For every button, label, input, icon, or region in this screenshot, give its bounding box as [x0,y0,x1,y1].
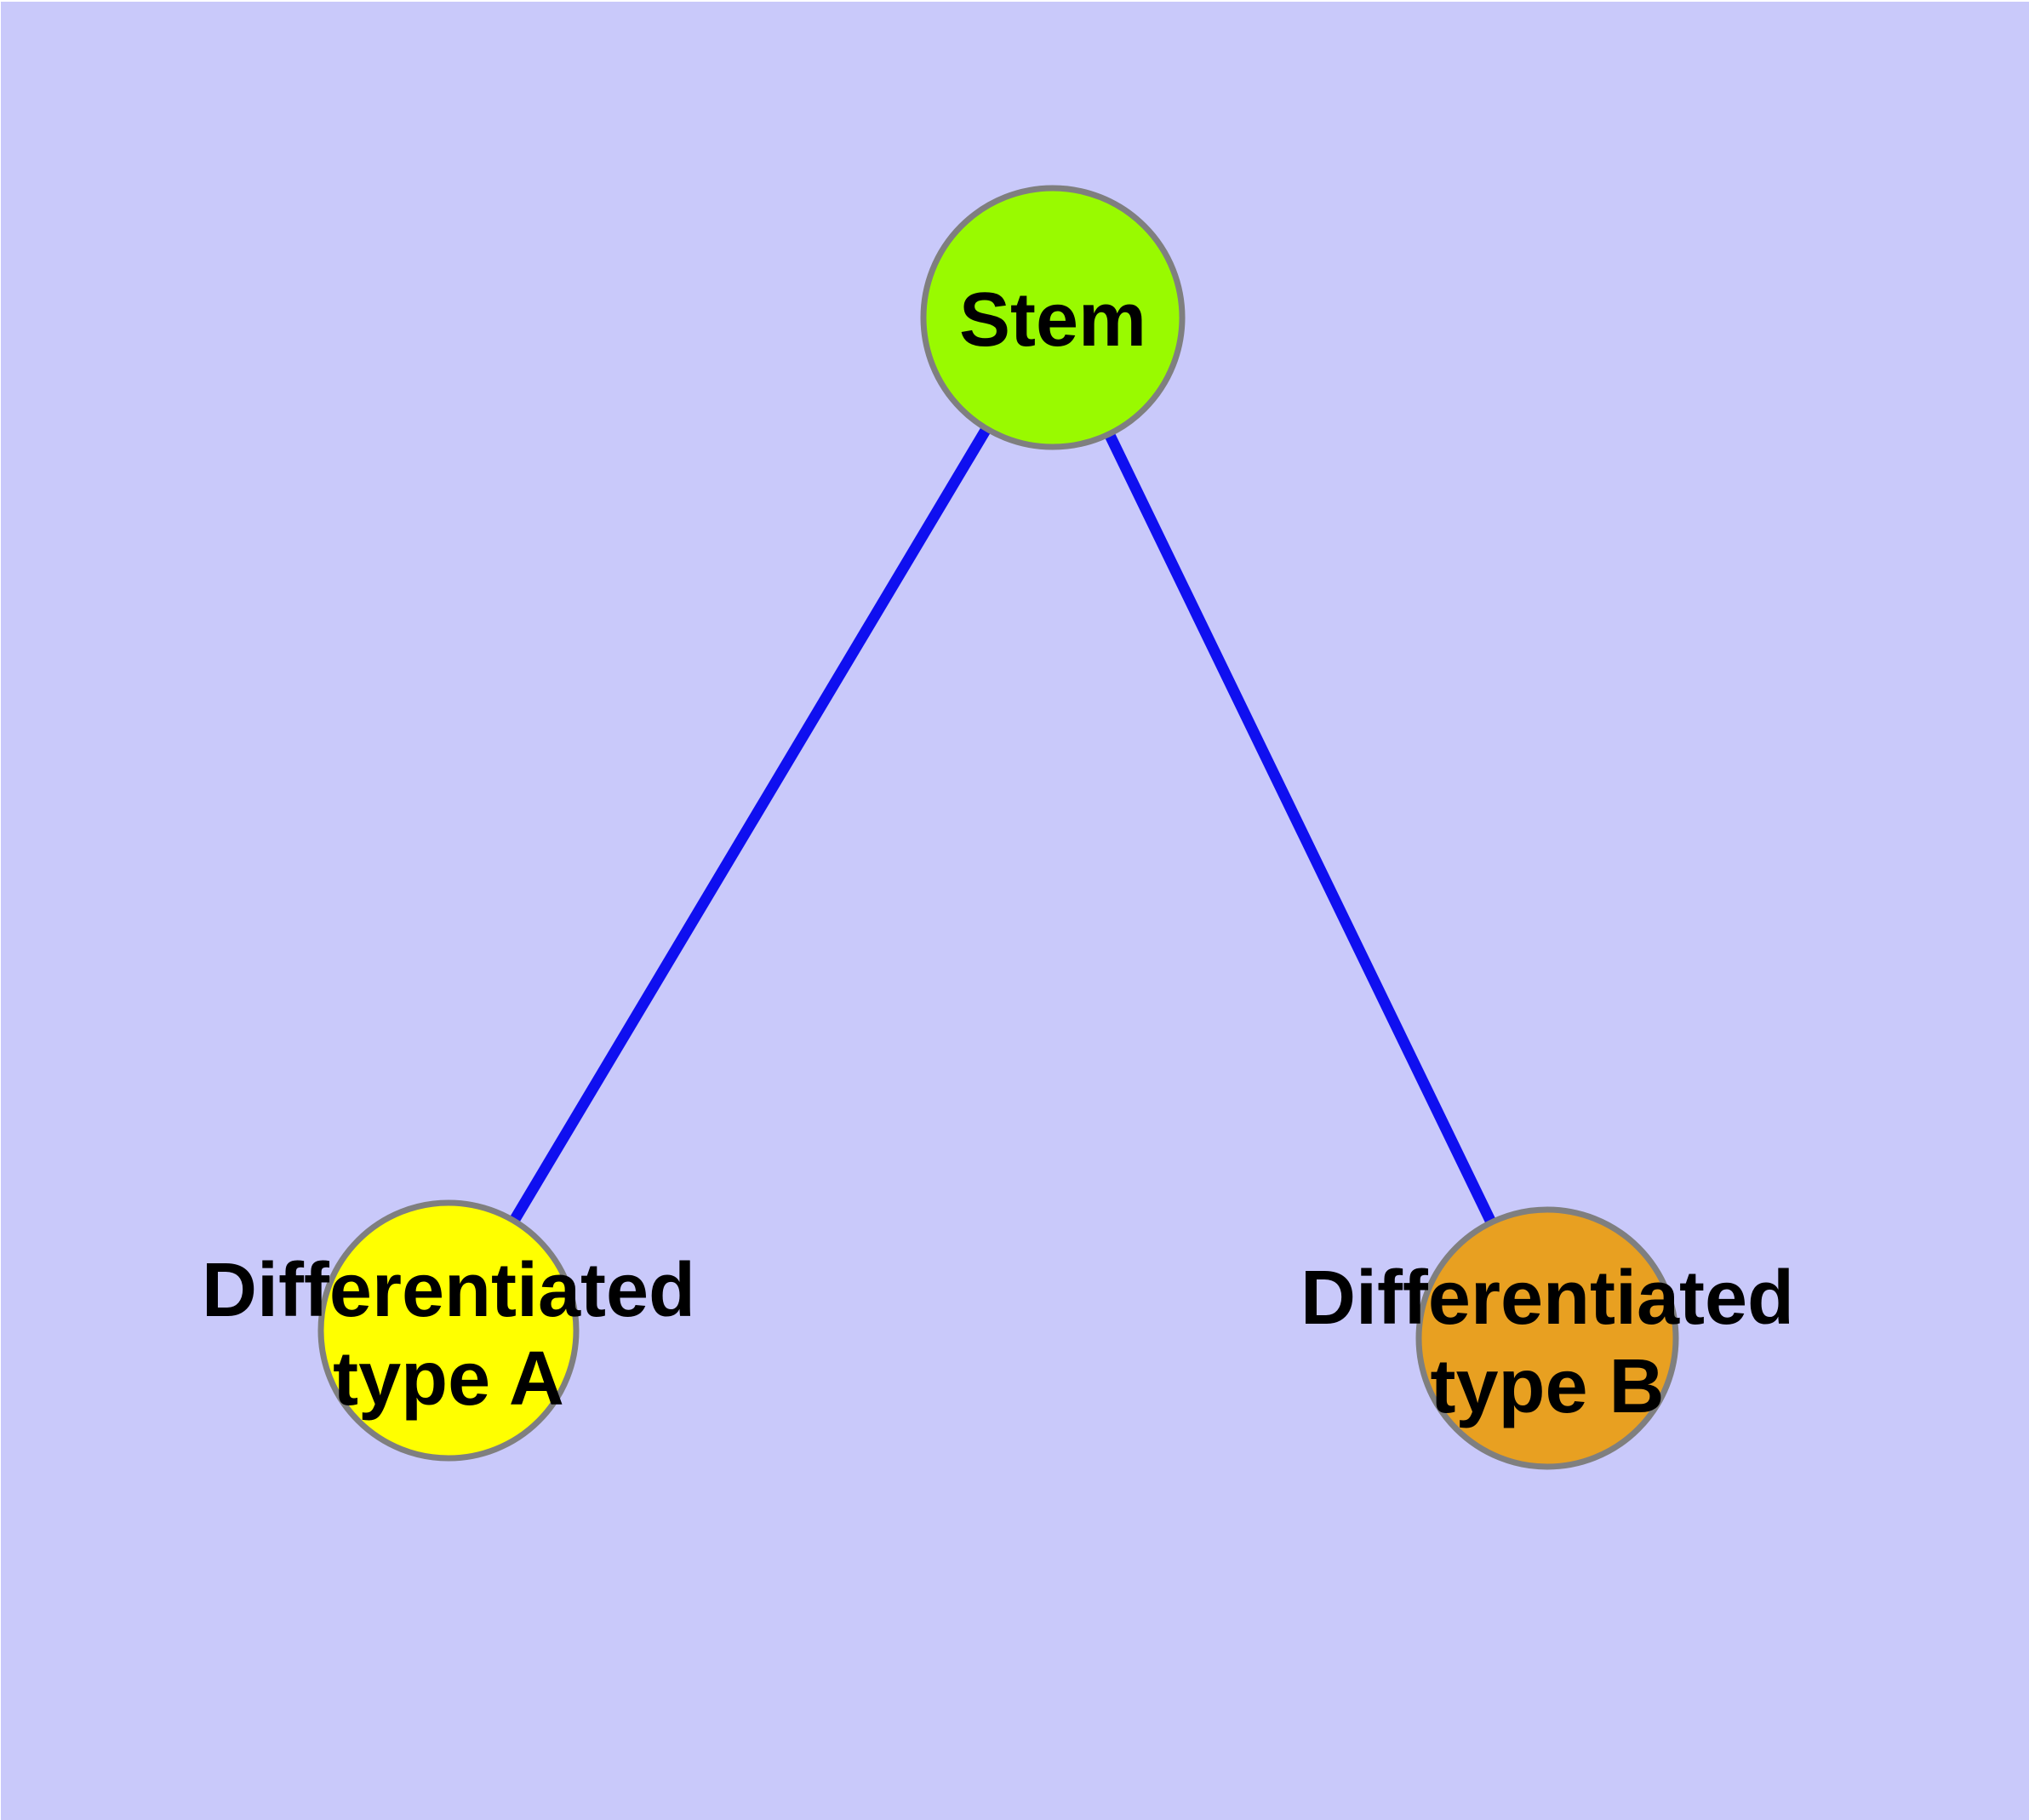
node-stem-label: Stem [959,278,1146,363]
edge-stem-to-type-b [1048,315,1552,1341]
node-type-a-label-line1: Differentiated [202,1248,695,1333]
node-differentiated-type-a [317,1199,580,1462]
edge-stem-to-type-a [443,314,1058,1334]
node-type-b-label-line1: Differentiated [1300,1256,1794,1341]
node-type-b-label-line2: type B [1430,1344,1664,1429]
node-differentiated-type-b [1415,1206,1679,1470]
node-type-a-label-line2: type A [333,1336,564,1422]
node-stem [920,185,1186,450]
